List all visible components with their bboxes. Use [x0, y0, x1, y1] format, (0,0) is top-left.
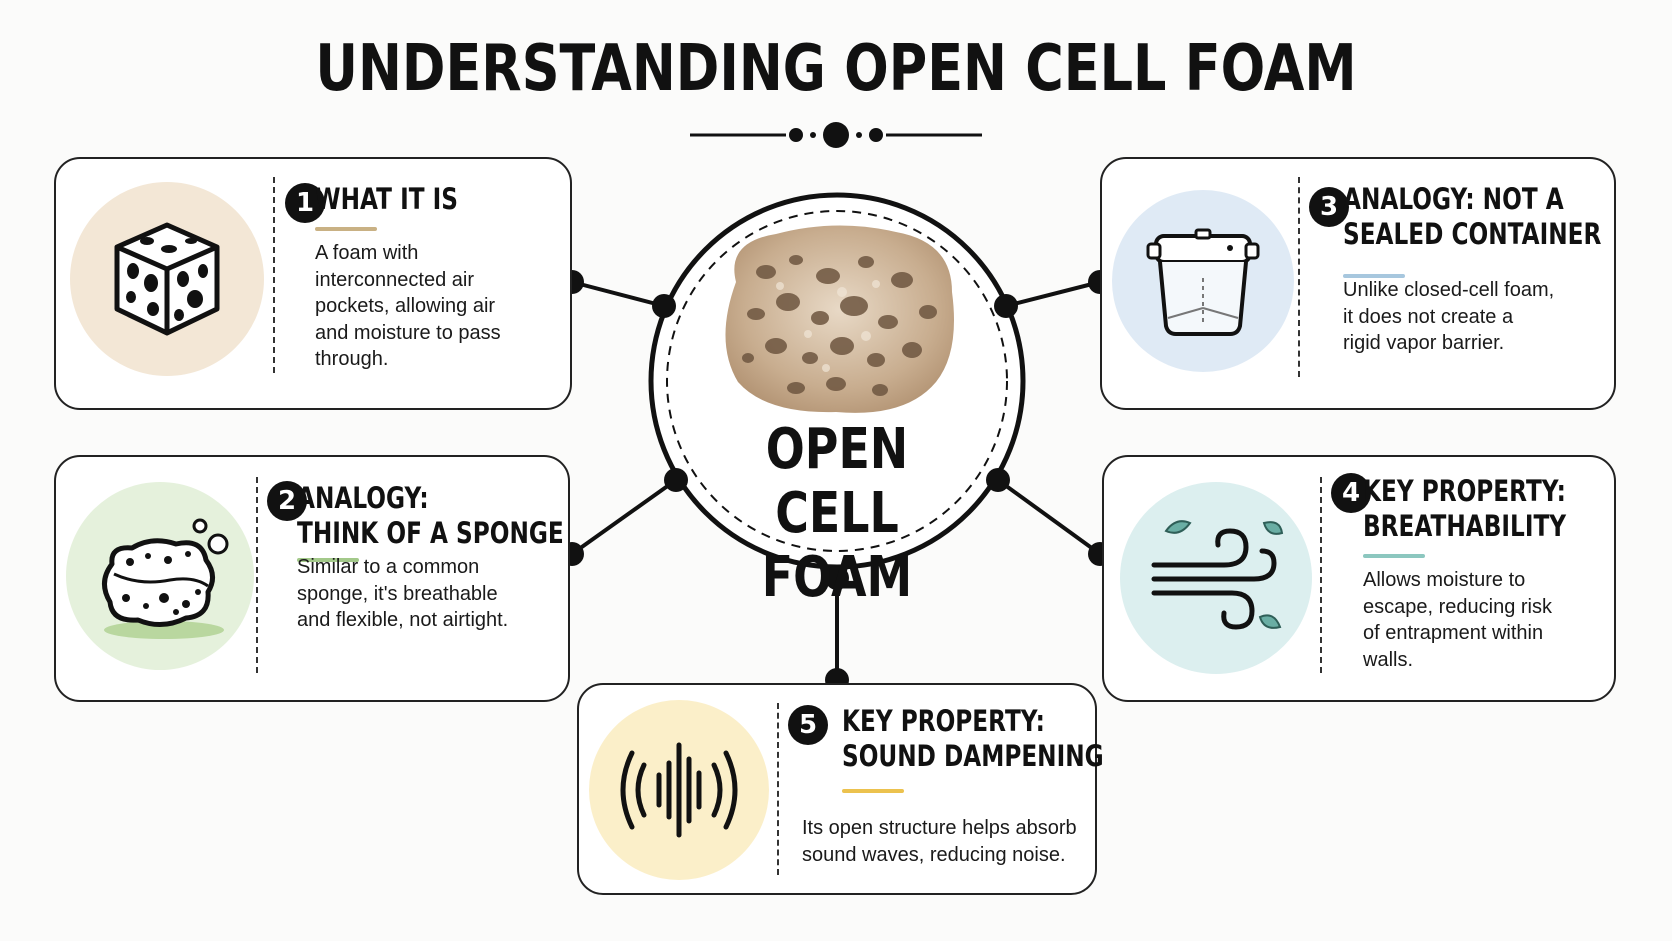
- card-container-analogy: 3 ANALOGY: NOT A SEALED CONTAINER Unlike…: [1100, 157, 1616, 410]
- card-heading: KEY PROPERTY: SOUND DAMPENING: [842, 704, 1104, 774]
- card-accent-underline: [315, 227, 377, 231]
- card-heading: WHAT IT IS: [315, 182, 458, 217]
- card-description-line: interconnected air: [315, 268, 474, 291]
- card-description-line: sound waves, reducing noise.: [802, 843, 1066, 866]
- card-accent-underline: [842, 789, 904, 793]
- card-description-line: escape, reducing risk: [1363, 595, 1552, 618]
- card-description-line: it does not create a: [1343, 305, 1514, 328]
- icon-circle: [1120, 482, 1312, 674]
- icon-circle: [70, 182, 264, 376]
- card-heading: KEY PROPERTY: BREATHABILITY: [1363, 474, 1566, 544]
- card-heading-line: ANALOGY:: [297, 481, 429, 515]
- card-description: Its open structure helps absorb sound wa…: [802, 815, 1077, 868]
- hub-label-line: FOAM: [761, 545, 913, 610]
- step-number-badge: 1: [285, 183, 325, 223]
- card-heading-line: WHAT IT IS: [315, 182, 458, 216]
- title-ornament: [690, 122, 982, 148]
- card-divider: [777, 703, 779, 875]
- card-description-line: Its open structure helps absorb: [802, 817, 1077, 839]
- card-what-it-is: 1 WHAT IT IS A foam with interconnected …: [54, 157, 572, 410]
- card-divider: [273, 177, 275, 373]
- card-heading-line: SEALED CONTAINER: [1343, 217, 1602, 251]
- card-accent-underline: [1343, 274, 1405, 278]
- card-description-line: and moisture to pass: [315, 321, 501, 344]
- card-heading-line: KEY PROPERTY:: [842, 704, 1045, 738]
- card-heading-line: BREATHABILITY: [1363, 509, 1567, 543]
- card-sound-dampening: 5 KEY PROPERTY: SOUND DAMPENING Its open…: [577, 683, 1104, 895]
- step-number-badge: 5: [788, 705, 828, 745]
- icon-circle: [589, 700, 769, 880]
- card-heading-line: ANALOGY: NOT A: [1343, 182, 1564, 216]
- card-divider: [256, 477, 258, 673]
- card-description-line: Allows moisture to: [1363, 569, 1526, 591]
- card-heading: ANALOGY: NOT A SEALED CONTAINER: [1343, 182, 1601, 252]
- card-description: Allows moisture to escape, reducing risk…: [1363, 567, 1552, 673]
- card-description-line: rigid vapor barrier.: [1343, 332, 1505, 354]
- card-description: A foam with interconnected air pockets, …: [315, 240, 501, 373]
- card-description-line: of entrapment within: [1363, 622, 1544, 644]
- card-description-line: sponge, it's breathable: [297, 582, 498, 605]
- step-number-badge: 2: [267, 481, 307, 521]
- foam-texture-image: [725, 225, 954, 413]
- foam-cube-icon: [114, 222, 220, 336]
- card-description-line: A foam with: [315, 242, 419, 264]
- card-accent-underline: [1363, 554, 1425, 558]
- page-title: UNDERSTANDING OPEN CELL FOAM: [315, 32, 1357, 106]
- card-heading: ANALOGY: THINK OF A SPONGE: [297, 481, 564, 551]
- sound-wave-icon: [620, 742, 738, 838]
- card-description-line: and flexible, not airtight.: [297, 609, 509, 631]
- card-description: Unlike closed-cell foam, it does not cre…: [1343, 277, 1554, 357]
- icon-circle: [66, 482, 254, 670]
- card-heading-line: SOUND DAMPENING: [842, 739, 1104, 773]
- icon-circle: [1112, 190, 1294, 372]
- card-heading-line: KEY PROPERTY:: [1363, 474, 1566, 508]
- card-description-line: Similar to a common: [297, 556, 480, 578]
- card-breathability: 4 KEY PROPERTY: BREATHABILITY Allows moi…: [1102, 455, 1616, 702]
- card-description-line: pockets, allowing air: [315, 295, 496, 317]
- hub-label-line: OPEN CELL: [765, 417, 909, 546]
- card-divider: [1298, 177, 1300, 377]
- hub-label: OPEN CELL FOAM: [710, 418, 964, 610]
- card-description-line: through.: [315, 348, 389, 370]
- wind-icon: [1151, 520, 1284, 630]
- container-icon: [1146, 228, 1260, 336]
- card-heading-line: THINK OF A SPONGE: [297, 516, 564, 550]
- step-number-badge: 4: [1331, 473, 1371, 513]
- step-number-badge: 3: [1309, 187, 1349, 227]
- card-description: Similar to a common sponge, it's breatha…: [297, 554, 508, 634]
- card-accent-underline: [297, 558, 359, 562]
- card-description-line: Unlike closed-cell foam,: [1343, 279, 1555, 301]
- sponge-icon: [102, 518, 229, 639]
- card-divider: [1320, 477, 1322, 673]
- card-description-line: walls.: [1363, 648, 1414, 671]
- card-sponge-analogy: 2 ANALOGY: THINK OF A SPONGE Similar to …: [54, 455, 570, 702]
